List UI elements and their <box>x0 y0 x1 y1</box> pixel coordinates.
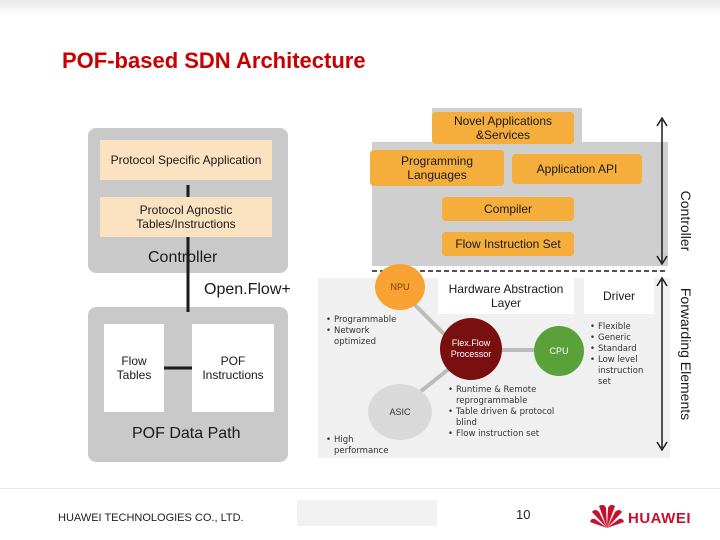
page-number: 10 <box>516 507 531 522</box>
page-title: POF-based SDN Architecture <box>62 48 366 73</box>
asic-circle: ASIC <box>368 384 432 440</box>
compiler-box: Compiler <box>442 197 574 221</box>
npu-circle: NPU <box>375 264 425 310</box>
flexflow-features: Runtime & Remote reprogrammable Table dr… <box>448 385 562 440</box>
list-item: Flow instruction set <box>448 429 562 440</box>
protocol-specific-box: Protocol Specific Application <box>100 140 272 180</box>
top-border <box>0 0 720 16</box>
list-item: Runtime & Remote reprogrammable <box>448 385 562 407</box>
novel-applications-box: Novel Applications &Services <box>432 112 574 144</box>
controller-vertical-label: Controller <box>678 190 694 252</box>
footer-separator <box>0 488 720 489</box>
flow-instruction-set-box: Flow Instruction Set <box>442 232 574 256</box>
list-item: Programmable <box>326 315 412 326</box>
list-item: Network optimized <box>326 326 412 348</box>
footer-placeholder-box <box>297 500 437 526</box>
openflow-label: Open.Flow+ <box>204 281 291 298</box>
application-api-box: Application API <box>512 154 642 184</box>
protocol-agnostic-box: Protocol Agnostic Tables/Instructions <box>100 197 272 237</box>
driver-box: Driver <box>584 278 654 314</box>
list-item: Standard <box>590 344 654 355</box>
company-name: HUAWEI TECHNOLOGIES CO., LTD. <box>58 512 244 524</box>
asic-features: High performance <box>326 435 406 457</box>
list-item: Flexible <box>590 322 654 333</box>
hardware-abstraction-box: Hardware Abstraction Layer <box>438 278 574 314</box>
pof-instructions-box: POF Instructions <box>192 324 274 412</box>
pof-data-path-label: POF Data Path <box>132 425 241 442</box>
cpu-circle: CPU <box>534 326 584 376</box>
forwarding-elements-vertical-label: Forwarding Elements <box>678 287 694 421</box>
list-item: Low level instruction set <box>590 355 654 388</box>
controller-label: Controller <box>148 249 218 266</box>
huawei-logo-icon <box>590 504 624 528</box>
flow-tables-box: Flow Tables <box>104 324 164 412</box>
npu-features: Programmable Network optimized <box>326 315 412 348</box>
list-item: High performance <box>326 435 406 457</box>
cpu-features: Flexible Generic Standard Low level inst… <box>590 322 654 388</box>
programming-languages-box: Programming Languages <box>370 150 504 186</box>
flexflow-circle: Flex.Flow Processor <box>440 318 502 380</box>
list-item: Generic <box>590 333 654 344</box>
list-item: Table driven & protocol blind <box>448 407 562 429</box>
huawei-logo-text: HUAWEI <box>628 510 691 527</box>
